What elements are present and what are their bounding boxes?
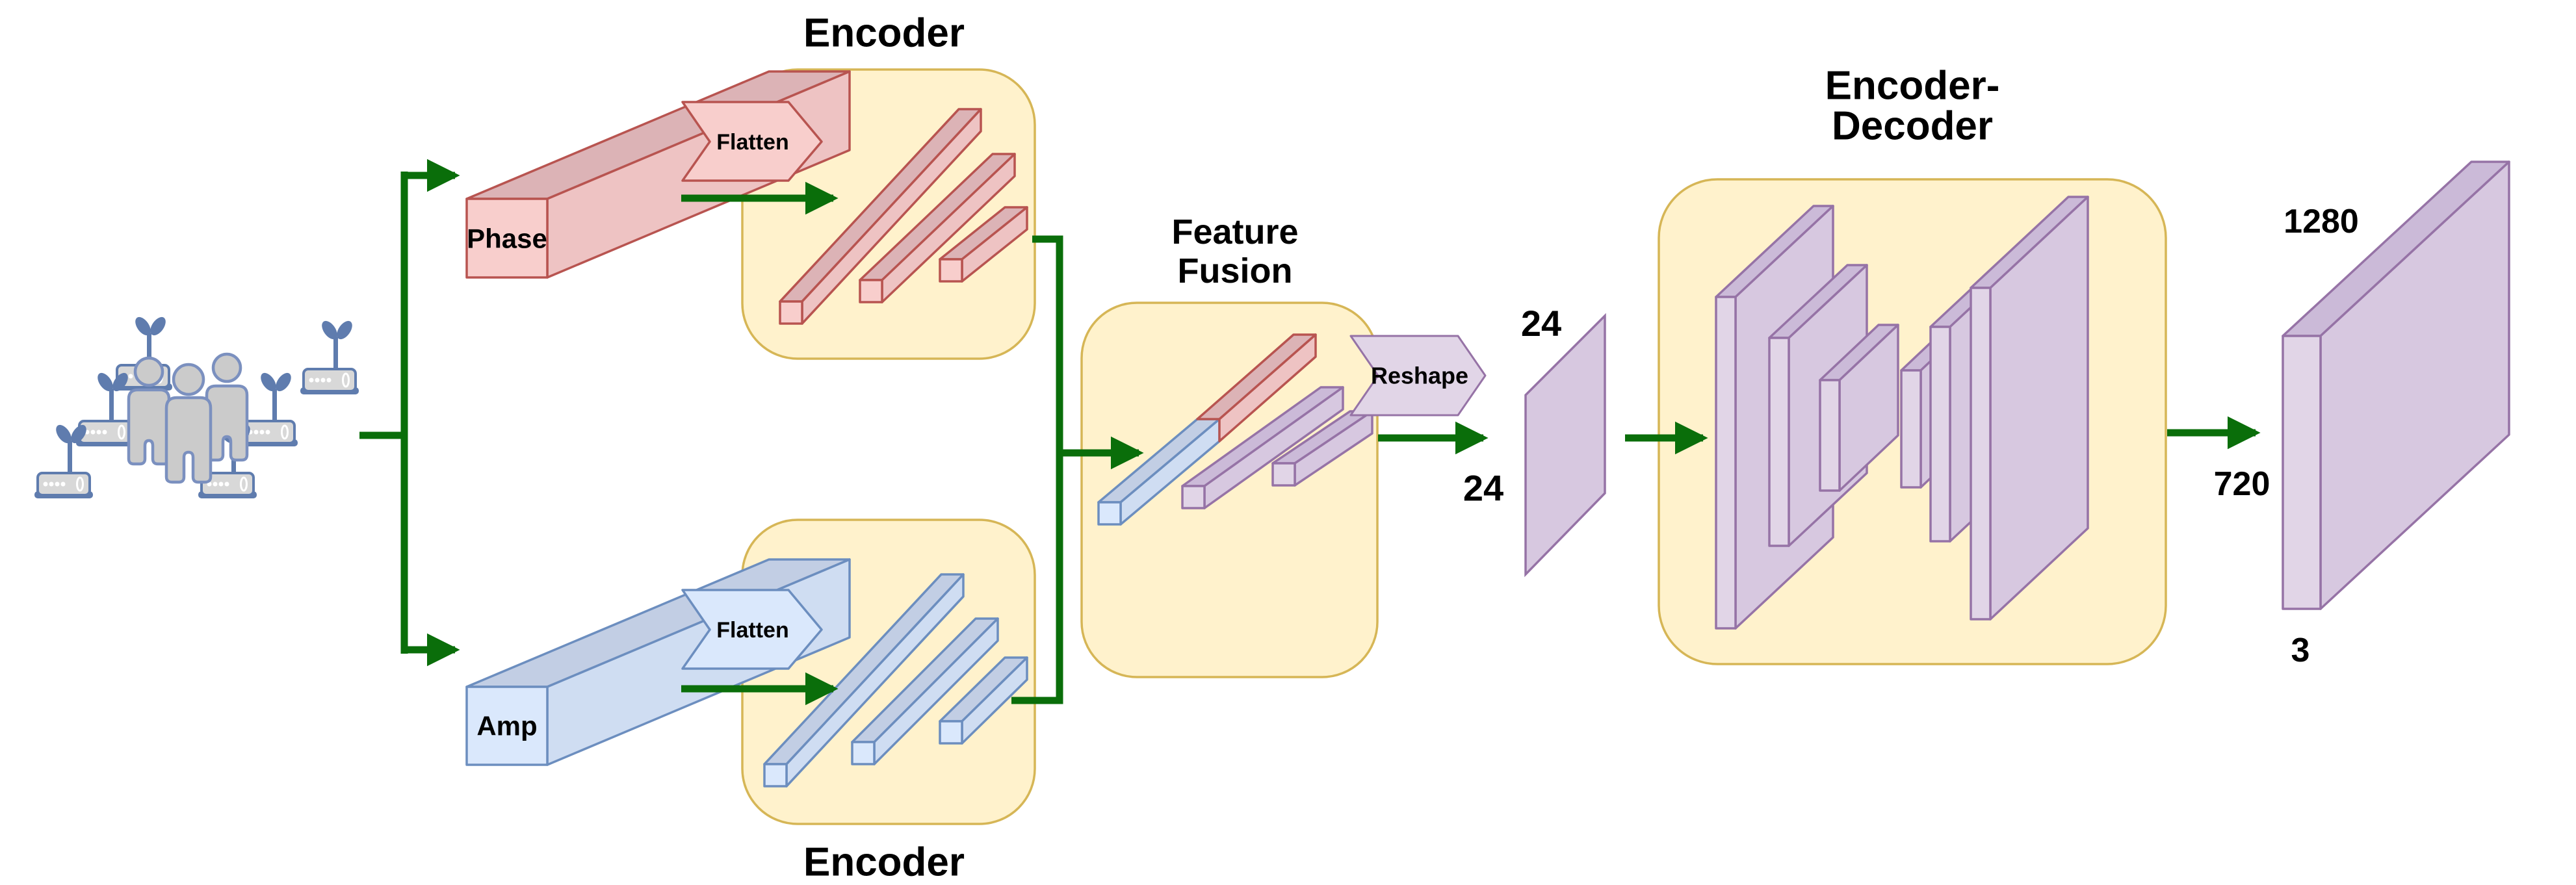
fused-map-width-label: 24 xyxy=(1521,303,1561,344)
output-height-label: 720 xyxy=(2214,465,2270,503)
phase-label: Phase xyxy=(467,224,547,254)
encoder-bottom-title: Encoder xyxy=(803,840,965,885)
encoder-top-title: Encoder xyxy=(803,11,965,56)
feature-bar-end xyxy=(939,258,963,283)
feature-bar-end xyxy=(939,720,963,745)
conv-plate-front xyxy=(1970,287,1992,621)
conv-plate-front xyxy=(1715,296,1737,630)
feature-bar-end xyxy=(779,300,803,325)
person-body xyxy=(164,396,213,484)
person-head xyxy=(133,356,164,387)
output-width-label: 1280 xyxy=(2283,203,2359,240)
people-group-icon xyxy=(127,352,249,484)
person-body xyxy=(127,388,171,466)
flatten-bottom-chevron xyxy=(681,589,823,670)
feature-bar-end xyxy=(763,763,788,788)
flatten-bottom-label: Flatten xyxy=(716,618,788,643)
encoder-decoder-title-line2: Decoder xyxy=(1832,104,1993,149)
reshape-chevron xyxy=(1349,335,1487,417)
source-branch-line xyxy=(359,172,408,654)
feature-bar-end xyxy=(851,741,876,765)
encoder-bottom-feature-bars xyxy=(763,573,1028,788)
fused-bar-end xyxy=(1181,485,1206,509)
conv-plate-front xyxy=(1819,379,1841,492)
conv-plate-front xyxy=(1768,337,1790,547)
output-channels-label: 3 xyxy=(2291,632,2310,669)
output-slab-front-face xyxy=(2282,335,2322,610)
fused-map-plane: 24 24 xyxy=(1463,303,1606,578)
output-image-tensor: 1280 720 3 xyxy=(2214,160,2510,669)
flatten-bottom-op: Flatten xyxy=(681,589,823,670)
concat-bar-end xyxy=(1097,501,1122,526)
person-head xyxy=(172,363,205,396)
reshape-label: Reshape xyxy=(1371,363,1468,389)
flatten-top-chevron xyxy=(681,101,823,182)
encoder-decoder-title-line1: Encoder- xyxy=(1825,64,2000,109)
reshape-op: Reshape xyxy=(1349,335,1487,417)
flatten-top-op: Flatten xyxy=(681,101,823,182)
encoder-decoder-plates xyxy=(1715,196,2089,630)
feature-fusion-title-line1: Feature xyxy=(1171,212,1298,251)
wifi-sensing-scene xyxy=(33,313,360,500)
fused-feature-bars xyxy=(1097,333,1373,526)
connectors xyxy=(359,159,2261,706)
encoder-outputs-merge-line xyxy=(1011,235,1063,704)
wifi-router-icon xyxy=(33,420,94,500)
flatten-top-label: Flatten xyxy=(716,130,788,155)
person-head xyxy=(211,352,242,383)
phase-box-front-face xyxy=(465,198,549,279)
concat-bar-red-side xyxy=(1218,333,1317,443)
amp-box-front-face xyxy=(465,686,549,766)
feature-bar-end xyxy=(859,279,883,303)
conv-plate-front xyxy=(1900,369,1922,489)
person-body xyxy=(205,384,249,462)
amp-label: Amp xyxy=(476,711,537,741)
fused-map xyxy=(1524,313,1606,578)
encoder-top-feature-bars xyxy=(779,108,1028,325)
conv-plate-front xyxy=(1929,326,1951,543)
fused-bar-end xyxy=(1271,462,1296,487)
wifi-router-icon xyxy=(299,316,360,396)
fused-map-height-label: 24 xyxy=(1463,468,1503,509)
feature-fusion-title-line2: Fusion xyxy=(1178,251,1293,290)
